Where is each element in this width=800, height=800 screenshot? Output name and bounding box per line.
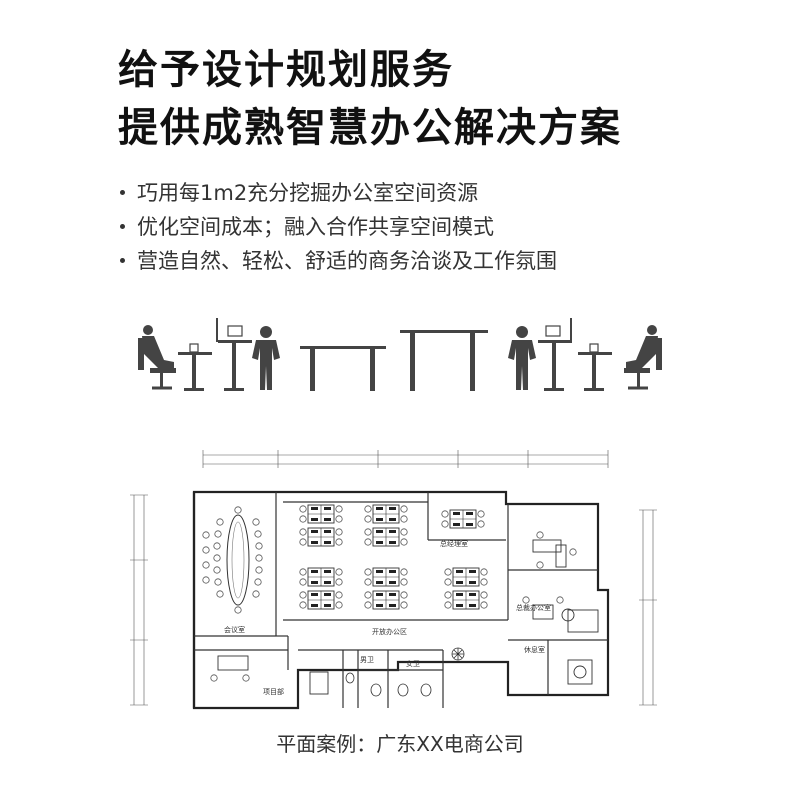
plan-caption: 平面案例：广东XX电商公司 <box>276 732 524 756</box>
room-label-mens-wc: 男卫 <box>360 656 374 664</box>
headline-line-1: 给予设计规划服务 <box>118 47 454 93</box>
room-label-project: 项目部 <box>263 687 284 696</box>
conference-chairs <box>202 506 263 614</box>
bullet-icon <box>120 189 125 195</box>
feature-item: 巧用每1m2充分挖掘办公室空间资源 <box>120 176 557 210</box>
standing-desk-icon <box>538 318 572 391</box>
room-label-lounge: 休息室 <box>524 645 545 654</box>
interior-walls <box>194 492 608 708</box>
standing-person-icon <box>508 326 536 390</box>
ceo-furniture <box>522 596 599 633</box>
headline-line-2: 提供成熟智慧办公解决方案 <box>118 105 622 151</box>
floor-plan: 会议室 开放办公区 总经理室 总裁办公室 项目部 男卫 女卫 休息室 <box>130 450 657 710</box>
standing-desk-icon <box>216 318 252 391</box>
executive-desk <box>532 531 577 569</box>
conference-table <box>226 514 250 606</box>
lounge-furniture <box>567 659 593 685</box>
room-label-ceo: 总裁办公室 <box>516 603 551 612</box>
desk-icon <box>178 343 212 391</box>
room-label-womens-wc: 女卫 <box>406 659 420 668</box>
bullet-icon <box>120 223 125 229</box>
desk-icon <box>300 346 386 391</box>
room-label-manager: 总经理室 <box>440 539 468 548</box>
seated-person-icon <box>624 325 662 390</box>
seated-person-icon <box>138 325 176 390</box>
feature-list: 巧用每1m2充分挖掘办公室空间资源 优化空间成本；融入合作共享空间模式 营造自然… <box>120 176 557 278</box>
standing-person-icon <box>252 326 280 390</box>
wc-fixtures <box>345 672 432 697</box>
desk-icon <box>400 330 488 391</box>
project-desks <box>210 655 329 695</box>
outer-walls <box>192 490 610 710</box>
standing-desk-illustration <box>138 318 662 391</box>
plant-icon <box>451 647 465 661</box>
feature-item: 营造自然、轻松、舒适的商务洽谈及工作氛围 <box>120 244 557 278</box>
room-label-meeting: 会议室 <box>224 625 245 634</box>
feature-item: 优化空间成本；融入合作共享空间模式 <box>120 210 557 244</box>
workstation-cluster <box>300 505 487 609</box>
bullet-icon <box>120 257 125 263</box>
dimension-lines <box>130 450 657 706</box>
desk-icon <box>578 343 612 391</box>
room-label-open-office: 开放办公区 <box>372 627 407 636</box>
